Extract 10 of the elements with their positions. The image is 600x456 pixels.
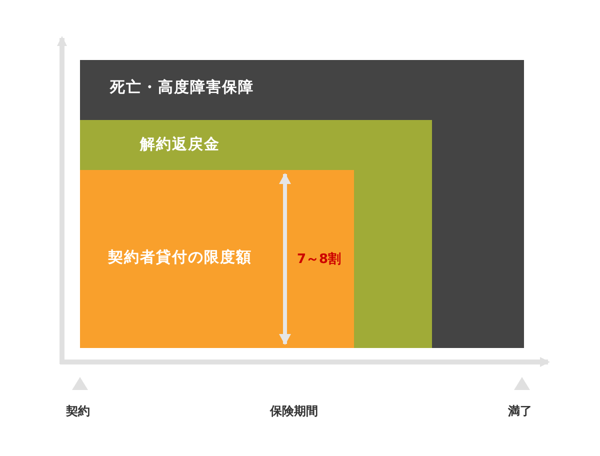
- axis-label: 契約: [66, 403, 90, 420]
- block-label: 契約者貸付の限度額: [108, 248, 252, 267]
- axis-label: 満了: [508, 403, 532, 420]
- loan-limit-block: [80, 170, 354, 348]
- axis-label: 保険期間: [270, 403, 318, 420]
- coverage-block: [80, 60, 524, 348]
- refund-block: [80, 120, 432, 348]
- ratio-label: 7～8割: [297, 250, 342, 268]
- block-label: 解約返戻金: [140, 135, 220, 154]
- block-label: 死亡・高度障害保障: [110, 78, 254, 97]
